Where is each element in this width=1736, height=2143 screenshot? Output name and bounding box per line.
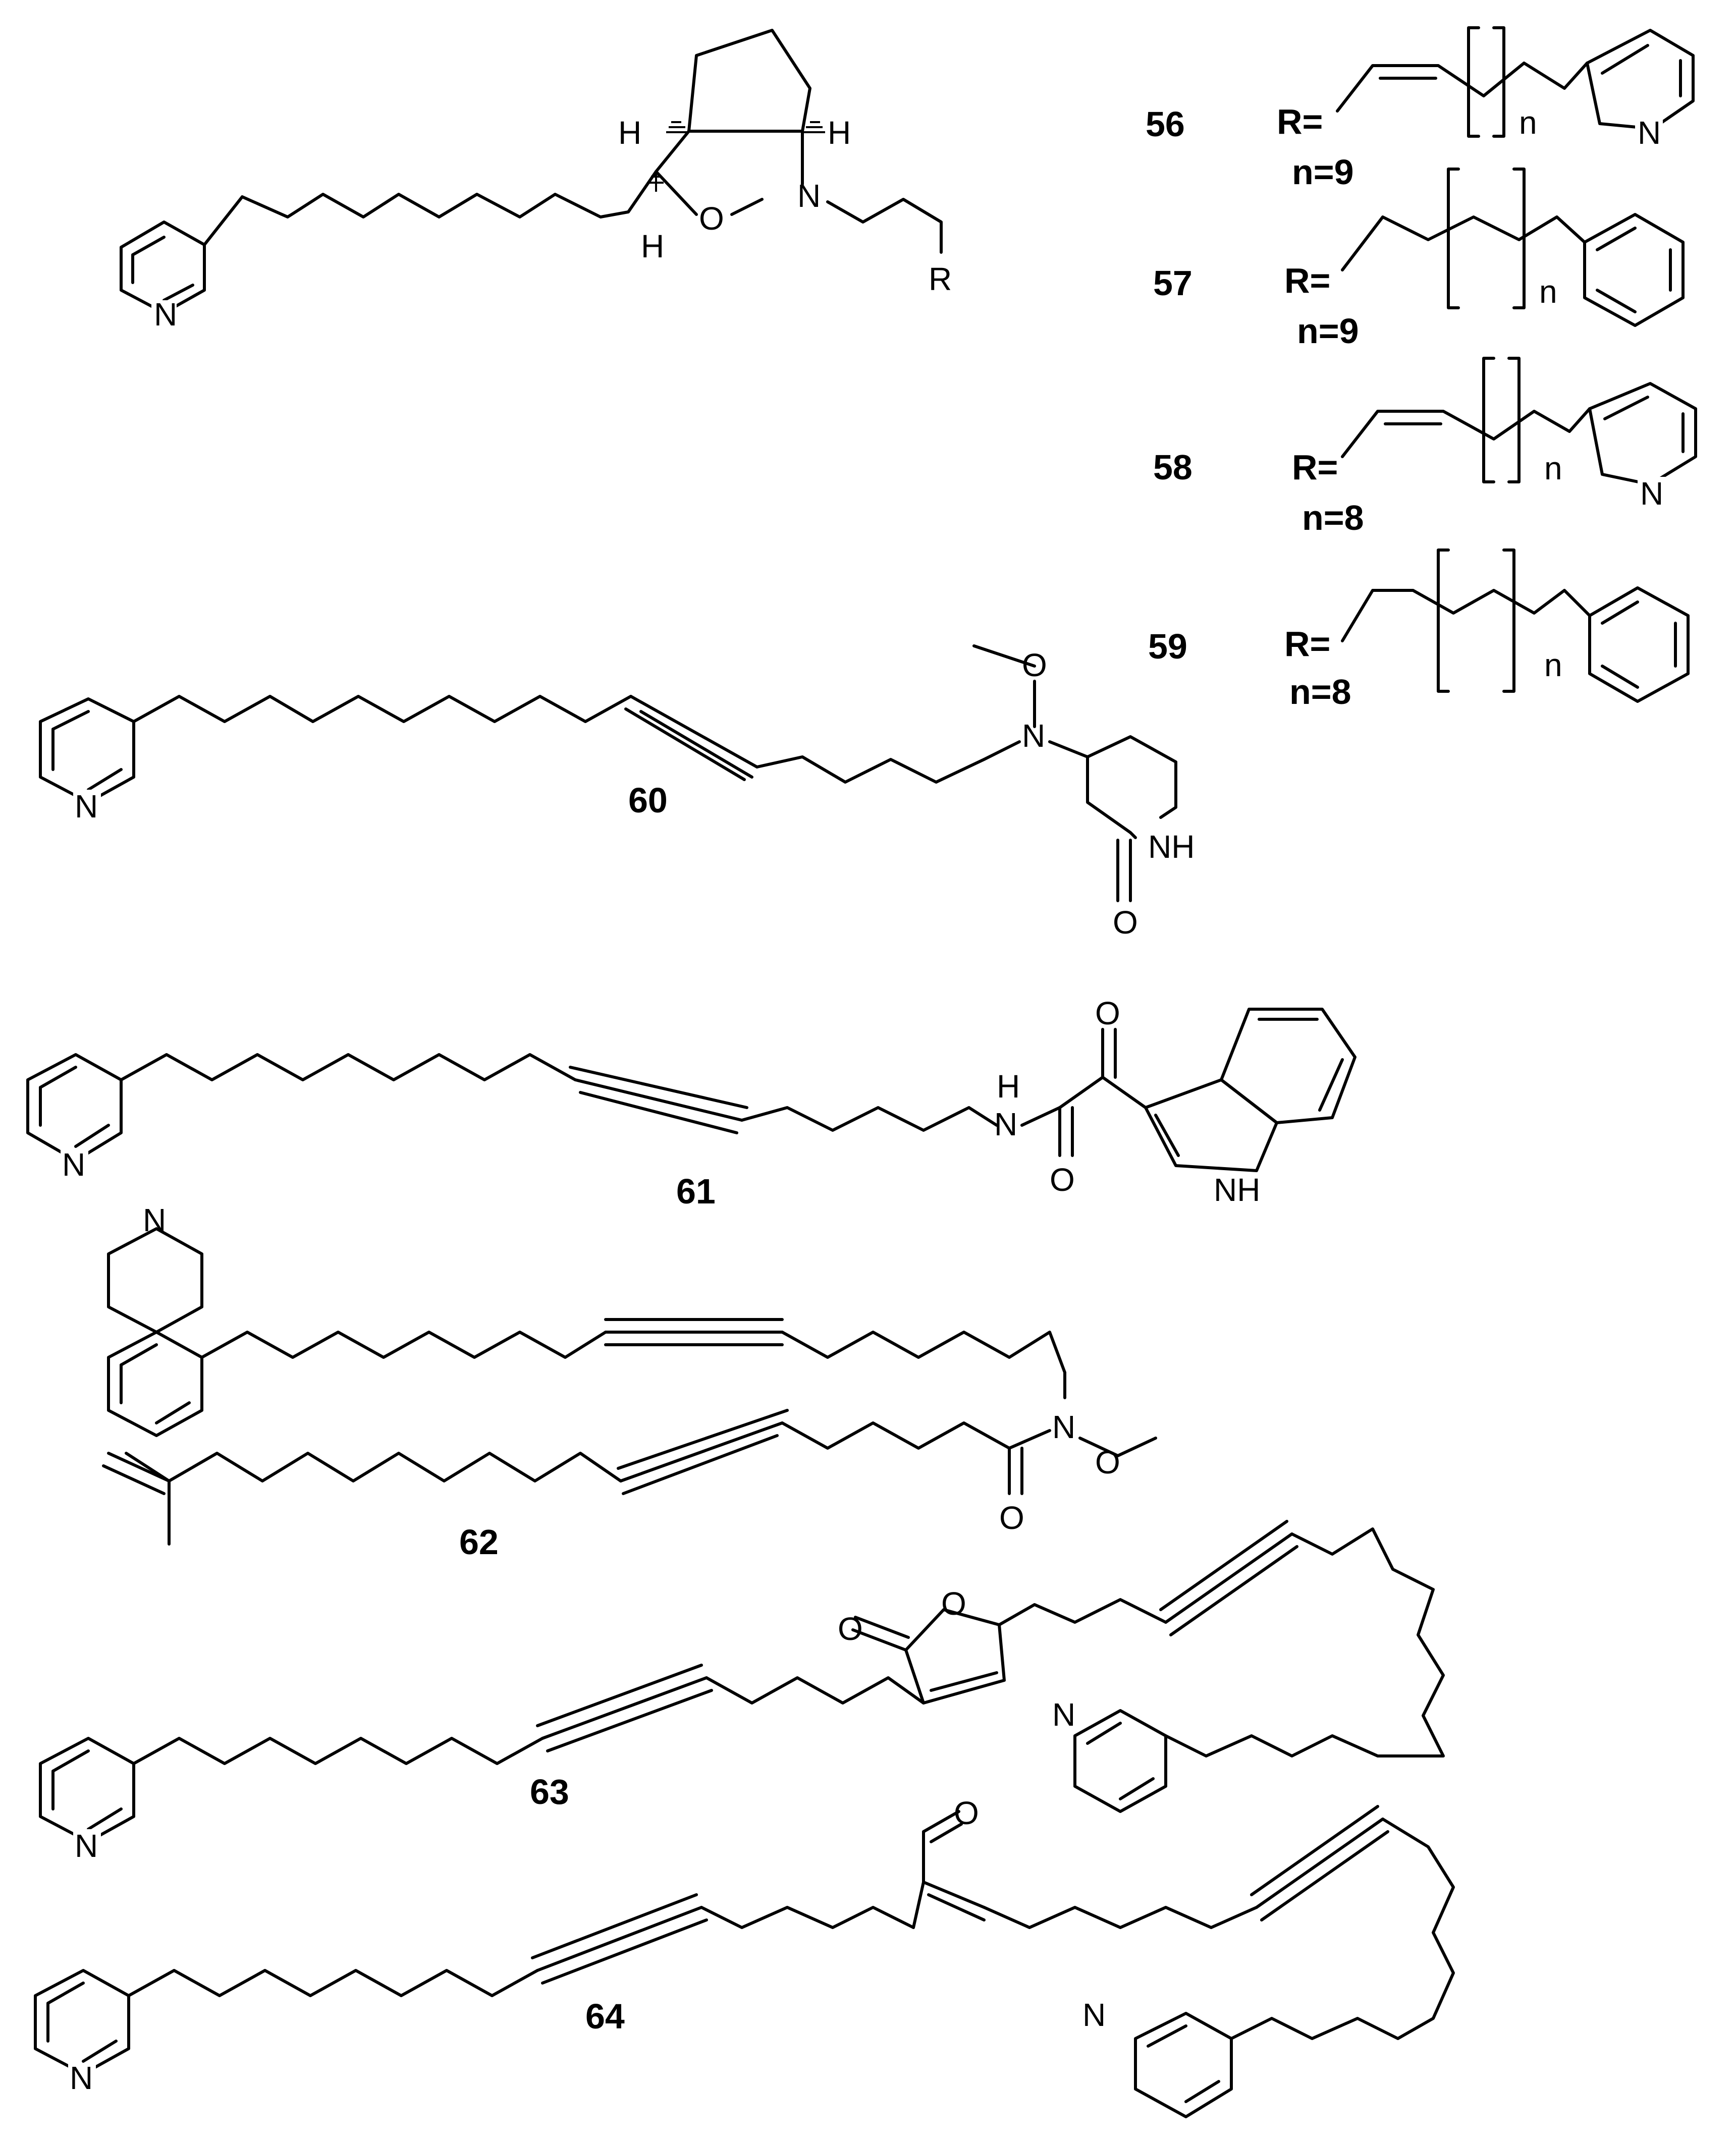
n-subscript-58: n [1544, 450, 1562, 486]
compound-label-57: 57 [1153, 263, 1192, 303]
n-subscript-59: n [1544, 647, 1562, 683]
indole-nh-atom-61: NH [1214, 1172, 1260, 1208]
r-definition-59: 59 R= n=8 n [1148, 548, 1690, 711]
carbonyl-o-atom-60: O [1113, 904, 1138, 941]
pyridine-n-atom-58: N [1640, 475, 1663, 512]
compound-63: N N O O 63 [39, 1520, 1445, 1864]
r-label-56: R= [1277, 102, 1323, 141]
n-propyl-chain [826, 198, 943, 254]
cyclopentane-ring [687, 29, 811, 133]
o-atom-63b: O [941, 1585, 966, 1622]
o-atom-62b: O [999, 1500, 1024, 1536]
n-label-59: n=8 [1289, 672, 1351, 711]
compound-label-62: 62 [459, 1522, 499, 1562]
stereo-hash-bonds [648, 121, 825, 192]
core-structure: N H H H O N R [120, 29, 952, 333]
o-atom-61a: O [1050, 1162, 1075, 1198]
n-subscript-56: n [1519, 104, 1537, 141]
r-label-58: R= [1292, 448, 1338, 487]
n-atom-ring: N [797, 178, 821, 214]
pyridine-n-atom-60: N [75, 788, 98, 825]
r-label-57: R= [1284, 261, 1330, 300]
h-atom-right: H [828, 115, 851, 151]
r-definition-56: 56 R= n=9 n N [1146, 26, 1695, 192]
compound-label-59: 59 [1148, 627, 1187, 666]
pyridine-n-atom-64: N [70, 2060, 93, 2096]
pyridine-n-atom-63: N [75, 1828, 98, 1864]
pyridine-n-atom-61: N [62, 1146, 85, 1183]
nh-atom-60: NH [1148, 829, 1195, 865]
o-atom-63a: O [838, 1611, 863, 1647]
compound-label-60: 60 [628, 781, 668, 820]
o-atom-60: O [1022, 647, 1047, 683]
n-atom-amide-61: N [994, 1106, 1017, 1142]
h-atom-left: H [618, 115, 641, 151]
pyridine-n-atom-64b: N [1082, 1997, 1106, 2033]
pyridine-n-atom: N [154, 296, 177, 333]
r-definition-58: 58 R= n=8 n N [1153, 357, 1697, 537]
o-atom-ring: O [699, 200, 724, 237]
compound-label-56: 56 [1146, 104, 1185, 144]
n-atom-60: N [1022, 718, 1045, 754]
compound-64: N N O 64 [34, 1795, 1455, 2118]
n-atom-62: N [1052, 1409, 1075, 1445]
n-label-56: n=9 [1292, 152, 1354, 192]
r-label-59: R= [1284, 624, 1330, 664]
nh-atom-amide-61: H [997, 1068, 1020, 1105]
pyridine-ring [120, 221, 206, 328]
o-atom-61b: O [1095, 995, 1120, 1031]
compound-60: N N O NH O 60 [39, 644, 1195, 941]
isoxazolidine-ring [655, 130, 698, 216]
n-label-57: n=9 [1297, 311, 1359, 351]
pyridine-n-atom-56: N [1638, 115, 1661, 151]
o-atom-62a: O [1095, 1444, 1120, 1480]
compound-label-58: 58 [1153, 448, 1192, 487]
pyridine-n-atom-63b: N [1052, 1696, 1075, 1733]
r-group-atom: R [929, 261, 952, 297]
aldehyde-o-atom-64: O [954, 1795, 979, 1831]
compound-label-63: 63 [530, 1772, 569, 1811]
r-definition-57: 57 R= n=9 n [1153, 168, 1685, 351]
h-atom-bottom: H [641, 228, 664, 264]
n-label-58: n=8 [1302, 498, 1364, 537]
compound-62: N N O O 62 [102, 1202, 1157, 1562]
compound-label-64: 64 [585, 1997, 625, 2036]
alkyl-chain [203, 170, 658, 246]
compound-label-61: 61 [676, 1172, 716, 1211]
compound-61: N H N O O NH 61 [26, 995, 1357, 1211]
n-subscript-57: n [1539, 273, 1557, 310]
